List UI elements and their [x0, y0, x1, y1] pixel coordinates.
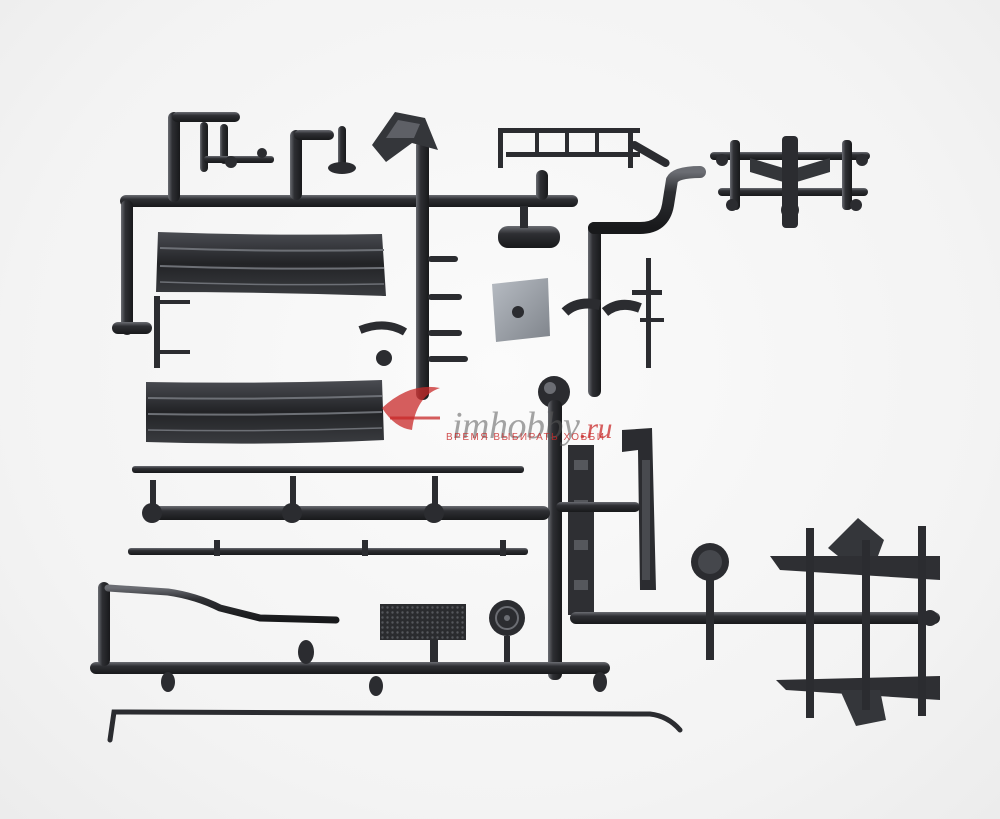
rails	[128, 466, 640, 556]
upper-sprue	[112, 112, 706, 400]
lower-sprue	[90, 582, 683, 743]
watermark-brand: imhobby.ru	[452, 404, 613, 448]
right-lower-sprue	[570, 518, 940, 726]
watermark-brand-name: imhobby	[452, 405, 580, 447]
fender-upper	[154, 232, 386, 368]
chassis-frame	[710, 136, 870, 228]
fender-lower	[146, 321, 408, 444]
watermark-domain: .ru	[579, 412, 613, 445]
watermark-tagline: ВРЕМЯ ВЫБИРАТЬ ХОББИ	[446, 432, 606, 443]
